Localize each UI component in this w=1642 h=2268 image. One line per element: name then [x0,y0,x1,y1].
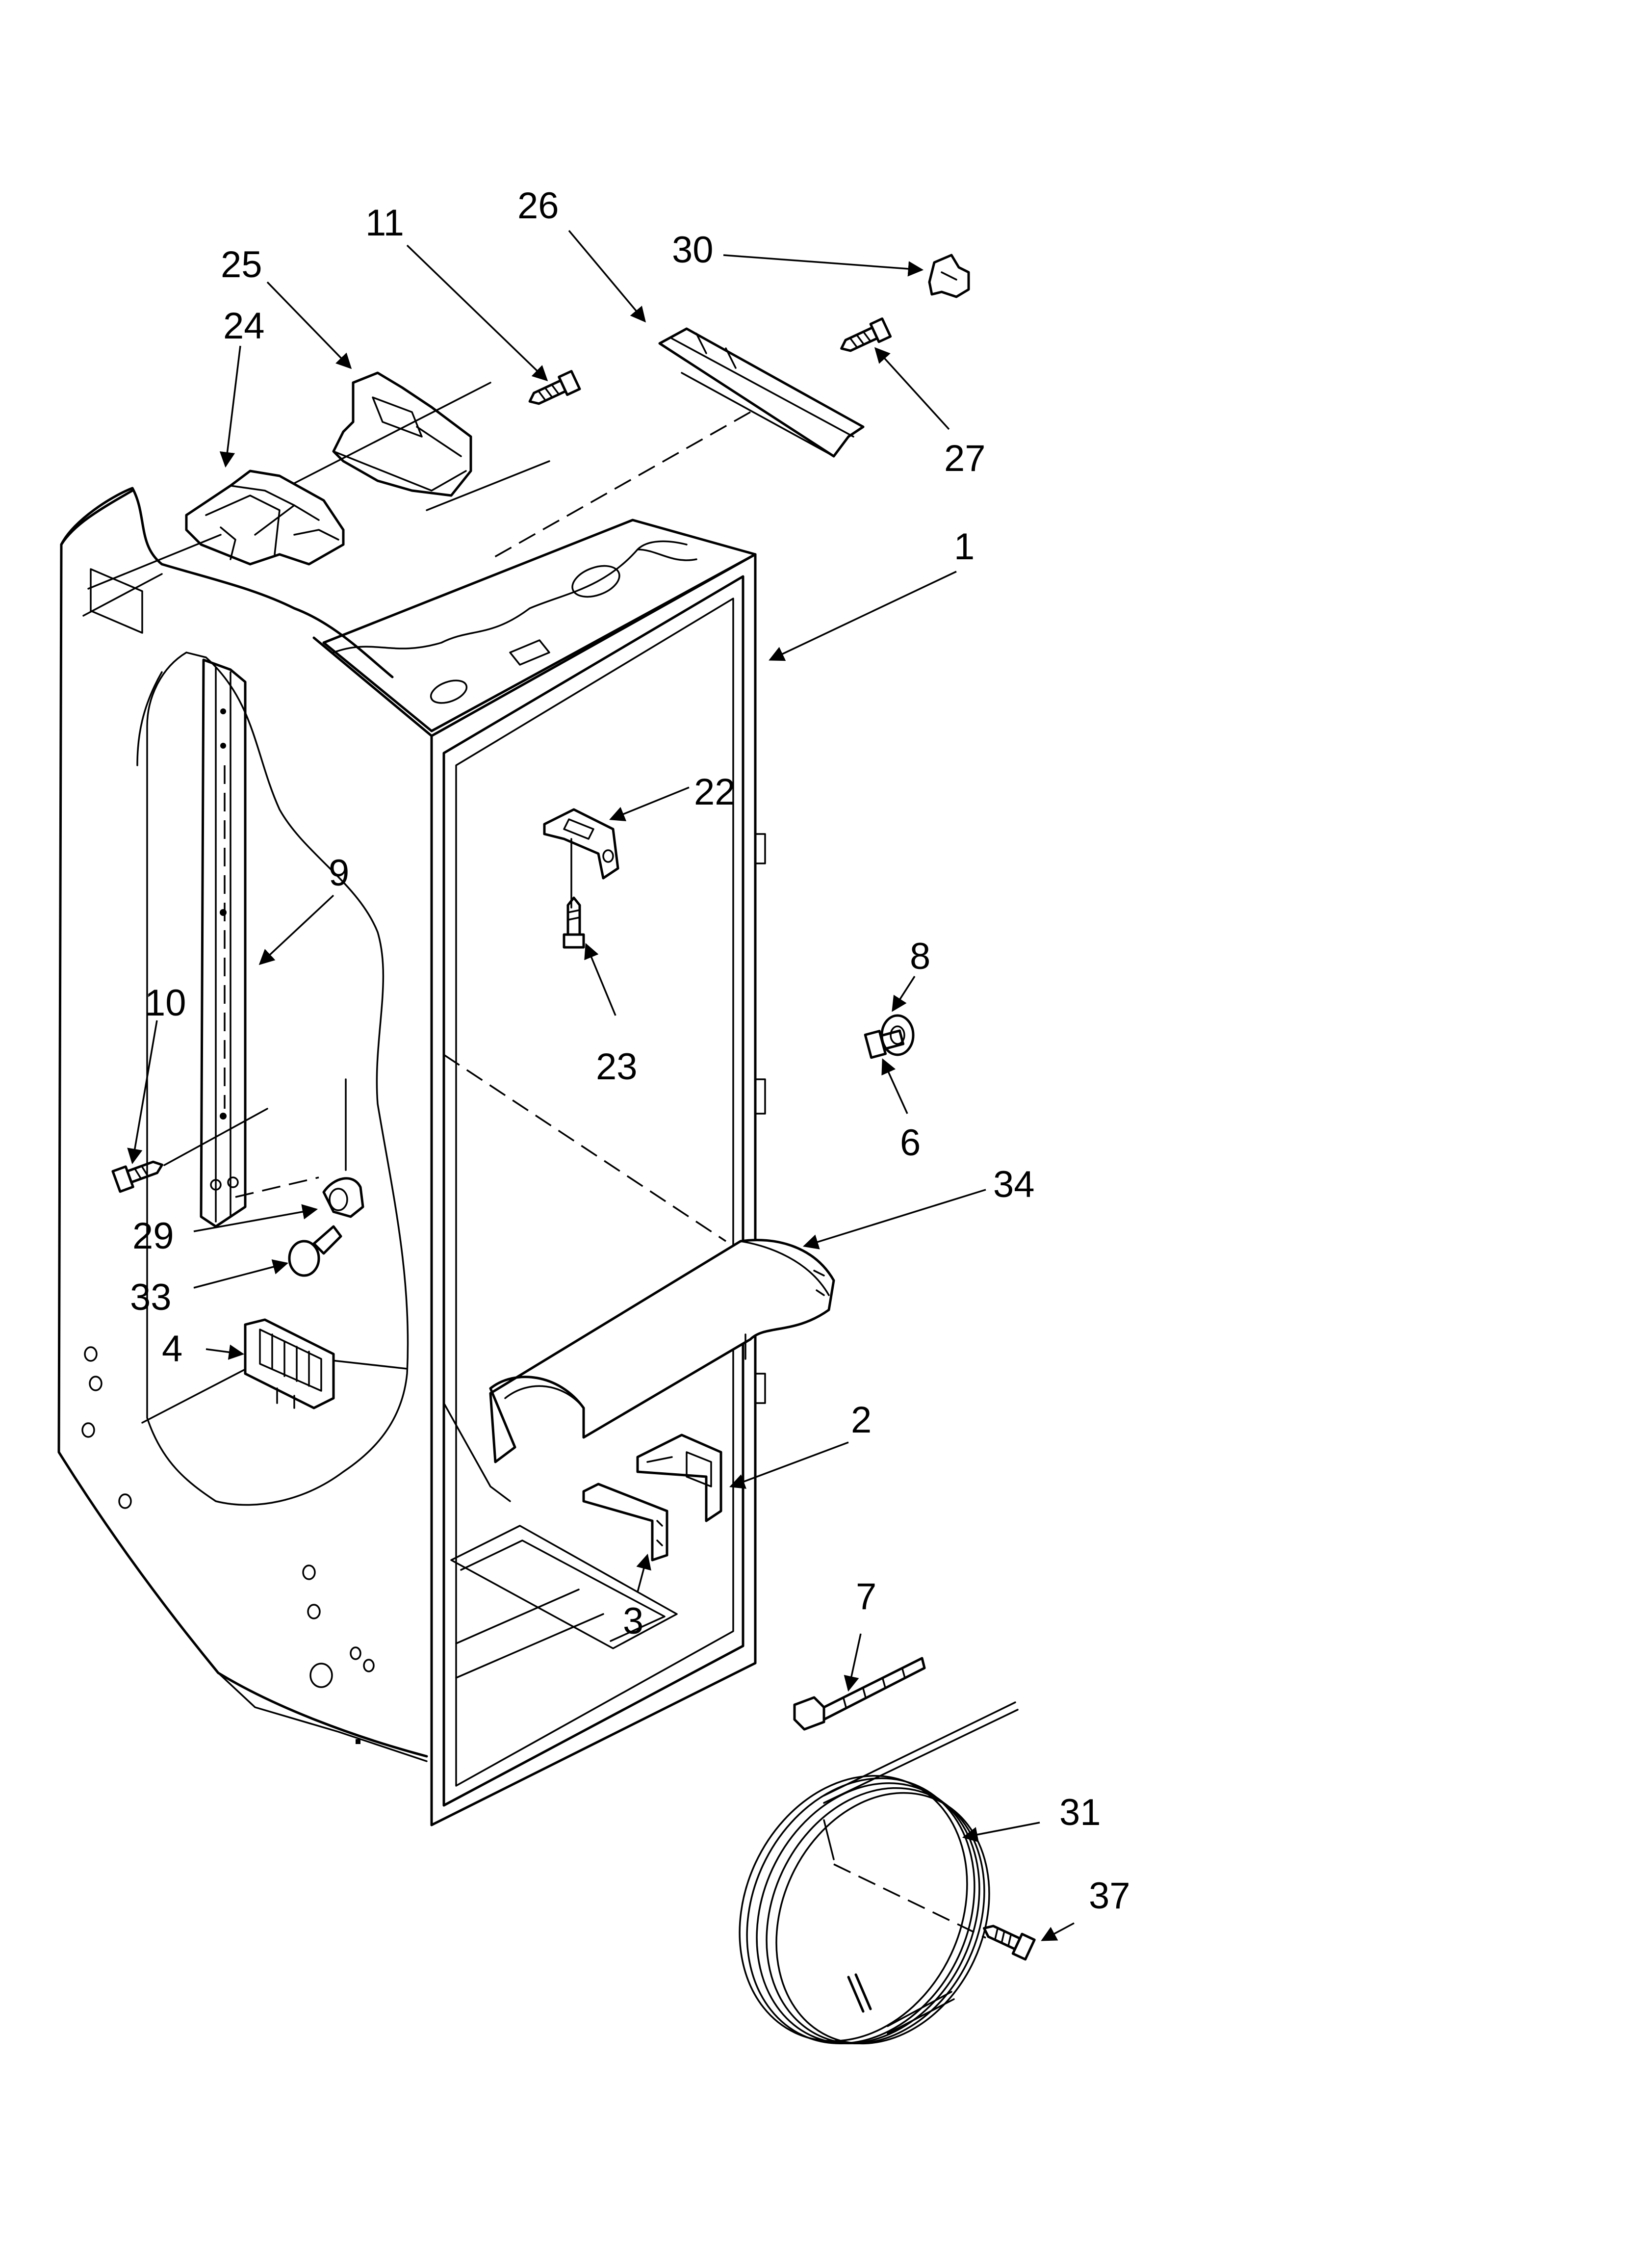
leader-23 [584,943,616,1016]
callout-1: 1 [954,526,975,568]
bracket-3 [582,1483,668,1562]
leader-1 [769,571,957,661]
callout-27: 27 [944,438,986,479]
screw-23 [563,896,585,949]
callout-8: 8 [910,936,930,977]
screw-10 [111,1160,163,1193]
screw-37 [983,1925,1036,1961]
callout-34: 34 [993,1164,1035,1205]
socket-guide-line [235,1176,319,1198]
callout-10: 10 [145,982,186,1024]
screw-11-guide-line [426,460,550,511]
leader-25 [266,281,352,369]
light-cover [332,371,472,497]
callout-26: 26 [517,185,559,227]
water-tubing-31 [739,1701,1019,2045]
cabinet-liner [57,487,766,1826]
light-bulb-33 [288,1225,342,1277]
callout-6: 6 [900,1122,921,1164]
callout-leaders [127,230,1075,1941]
socket-hole [210,1179,222,1191]
light-housing [185,469,345,566]
crisper-cover-34 [489,1239,835,1463]
leader-27 [874,347,950,430]
leader-33 [193,1259,289,1289]
leader-22 [609,786,690,821]
callout-4: 4 [162,1328,182,1370]
leader-8 [892,976,916,1012]
callout-7: 7 [856,1576,876,1617]
shelf-rail [200,658,247,1228]
screw-11 [528,370,581,405]
clip-30 [928,254,970,298]
light-cover-guide-line [293,382,491,484]
leader-9 [258,894,334,965]
leader-24 [219,345,241,468]
screw-6 [864,1029,905,1059]
air-grille-4 [244,1318,335,1409]
callout-25: 25 [221,244,262,286]
callout-11: 11 [365,202,404,244]
leader-34 [802,1189,986,1250]
callout-23: 23 [596,1046,638,1088]
light-housing-guide-line [87,534,222,590]
leader-3 [636,1553,651,1592]
bracket-2 [636,1434,722,1522]
callout-30: 30 [672,229,714,271]
callout-22: 22 [694,771,736,813]
callout-2: 2 [851,1399,872,1441]
callout-24: 24 [223,305,265,347]
leader-11 [406,244,548,382]
bracket-22 [543,808,619,880]
screw-27 [840,317,892,352]
tubing-guide-line [833,1863,986,1939]
light-guide-line [254,504,295,536]
washer-8 [880,1014,915,1056]
callout-31: 31 [1059,1792,1101,1833]
leader-29 [193,1204,318,1232]
leader-4 [205,1344,245,1360]
trim-guide-line [490,411,751,560]
callout-37: 37 [1089,1875,1130,1917]
callout-3: 3 [623,1600,643,1642]
callout-29: 29 [132,1215,174,1257]
lamp-socket-29 [322,1078,364,1218]
top-trim-strip [658,327,865,458]
leader-26 [568,230,646,323]
leader-31 [962,1822,1040,1843]
callout-33: 33 [130,1277,172,1318]
leader-37 [1041,1922,1075,1941]
socket-hole [227,1176,239,1188]
leader-2 [729,1441,849,1489]
leader-10 [127,1020,158,1165]
leader-30 [723,254,924,277]
callout-9: 9 [329,852,349,894]
cable-tie-7 [793,1657,926,1731]
screw-10-guide-line [163,1108,268,1166]
leader-7 [844,1633,862,1692]
callout-labels: 1 2 3 4 6 7 8 9 10 11 22 23 24 25 26 27 … [130,185,1130,1917]
leader-6 [881,1058,908,1114]
